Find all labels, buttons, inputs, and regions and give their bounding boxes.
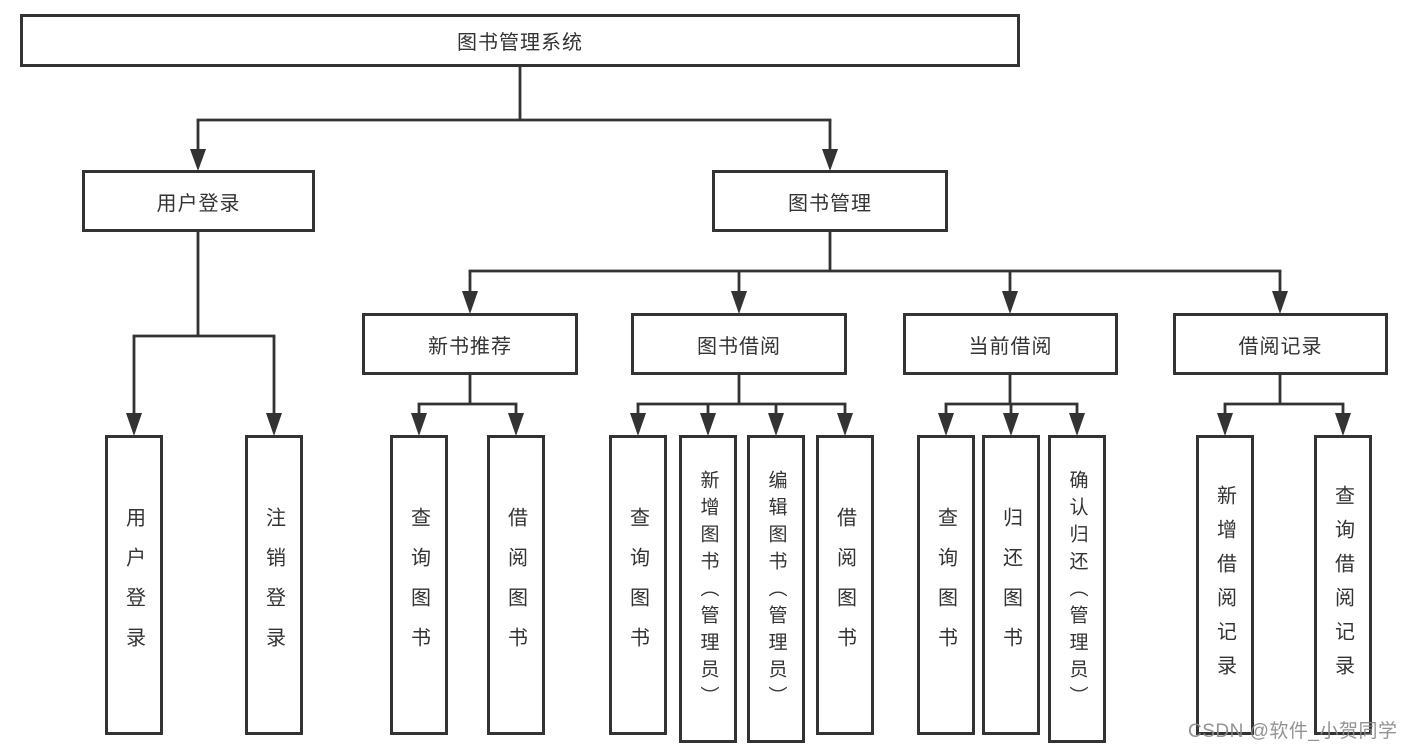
connector-new-book: [411, 374, 524, 436]
node-borrow-record: 借阅记录: [1173, 313, 1388, 375]
csdn-watermark: CSDN @软件_小贺同学: [1188, 721, 1398, 742]
leaf-current-query-book: 查询图书: [917, 435, 975, 735]
connector-borrow-record: [1217, 374, 1351, 436]
node-root-system: 图书管理系统: [20, 14, 1020, 67]
leaf-current-return-book: 归还图书: [982, 435, 1040, 735]
connector-root: [190, 66, 838, 171]
connector-user-login: [126, 231, 282, 436]
connector-book-management: [462, 231, 1288, 314]
node-user-login: 用户登录: [82, 170, 315, 232]
leaf-borrow-borrow-book: 借阅图书: [816, 435, 874, 735]
connector-book-borrow: [630, 374, 853, 436]
leaf-borrow-add-book-admin: 新增图书（管理员）: [679, 435, 737, 743]
node-current-borrow: 当前借阅: [903, 313, 1118, 375]
leaf-record-query-borrow-record: 查询借阅记录: [1314, 435, 1372, 735]
leaf-newbook-borrow-book: 借阅图书: [487, 435, 545, 735]
connector-current-borrow: [938, 374, 1085, 436]
leaf-newbook-query-book: 查询图书: [390, 435, 448, 735]
leaf-borrow-query-book: 查询图书: [609, 435, 667, 735]
leaf-borrow-edit-book-admin: 编辑图书（管理员）: [747, 435, 805, 743]
node-book-management: 图书管理: [712, 170, 948, 232]
leaf-user-login: 用户登录: [105, 435, 163, 735]
leaf-current-confirm-return-admin: 确认归还（管理员）: [1048, 435, 1106, 743]
leaf-logout: 注销登录: [245, 435, 303, 735]
node-new-book-recommend: 新书推荐: [362, 313, 578, 375]
leaf-record-add-borrow-record: 新增借阅记录: [1196, 435, 1254, 735]
node-book-borrow: 图书借阅: [631, 313, 847, 375]
